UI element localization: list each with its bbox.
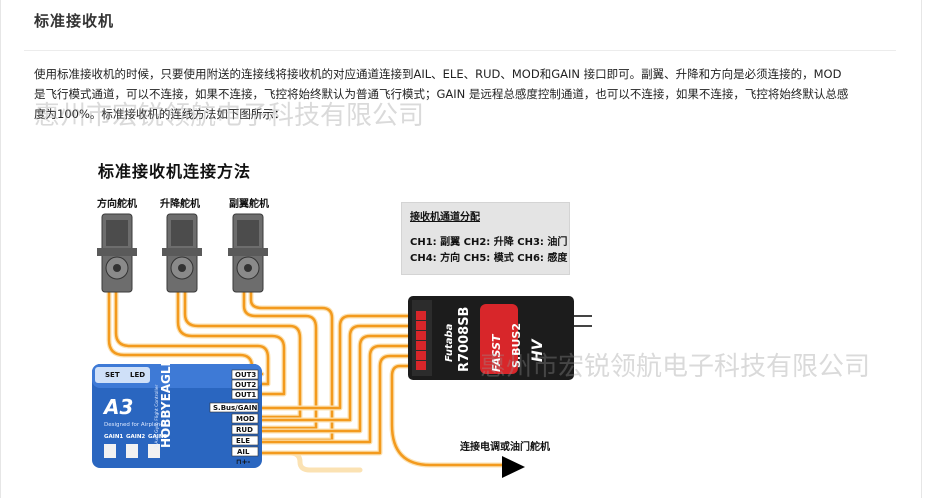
servo-label-aileron: 副翼舵机 [229,199,269,210]
watermark-bottom: 惠州市宏锐领航电子科技有限公司 [480,352,871,382]
controller-tagline: Designed for Airplanes [104,422,167,428]
servo-label-rudder: 方向舵机 [97,199,137,210]
left-frame-border [0,0,1,498]
watermark-top: 惠州市宏锐领航电子科技有限公司 [34,101,425,131]
gain-label-3: GAIN3 [148,434,167,440]
port-out2: OUT2 [235,381,256,389]
output-label: 连接电调或油门舵机 [460,442,550,453]
port-sbus-gain: S.Bus/GAIN [213,404,258,412]
flight-controller: SET LED A3 Designed for Airplanes GAIN1 … [92,358,262,468]
gain-label-2: GAIN2 [126,434,145,440]
servo-rudder [97,213,137,293]
receiver-model: R7008SB [457,307,472,372]
port-out1: OUT1 [235,391,256,399]
controller-brand: HOBBYEAGLE [159,358,173,448]
section-title: 标准接收机 [34,12,115,30]
controller-subtitle: 3-Axis Gyro Flight Controller [154,384,160,448]
title-divider [24,50,896,51]
port-ele: ELE [236,437,250,445]
port-mod: MOD [236,415,255,423]
channel-row-1: CH1: 副翼 CH2: 升降 CH3: 油门 [410,237,568,248]
channel-box-title: 接收机通道分配 [410,212,480,223]
gain-label-1: GAIN1 [104,434,123,440]
gain-pot-2 [126,444,138,458]
servo-wires [106,289,335,443]
description-text: 使用标准接收机的时候，只要使用附送的连接线将接收机的对应通道连接到AIL、ELE… [34,64,889,124]
description-line-2: 是飞行模式通道，可以不连接，如果不连接，飞控将始终默认为普通飞行模式；GAIN … [34,87,849,101]
channel-row-2: CH4: 方向 CH5: 模式 CH6: 感度 [410,253,568,264]
port-out3: OUT3 [235,371,256,379]
receiver-wires [259,313,508,473]
port-rud: RUD [236,426,253,434]
receiver-sbus: S.BUS2 [510,323,523,368]
output-arrow [502,456,525,478]
diagram-title: 标准接收机连接方法 [98,162,252,181]
description-line-1: 使用标准接收机的时候，只要使用附送的连接线将接收机的对应通道连接到AIL、ELE… [34,67,842,81]
description-line-3: 度为100%。标准接收机的连线方法如下图所示： [34,107,286,121]
servo-label-elevator: 升降舵机 [160,199,200,210]
servo-aileron [228,213,268,293]
receiver-hv: HV [530,338,546,362]
servo-elevator [162,213,202,293]
gain-pot-1 [104,444,116,458]
controller-model: A3 [102,395,133,419]
right-frame-border [921,0,922,498]
receiver: Futaba R7008SB FASST S.BUS2 HV [408,296,592,380]
receiver-brand: Futaba [444,323,455,362]
led-label: LED [130,371,145,379]
receiver-system: FASST [490,333,503,372]
port-ail: AIL [237,448,250,456]
set-label: SET [105,371,120,379]
port-polarity-symbol: ⊓+- [236,458,250,466]
channel-assignment-box: 接收机通道分配 CH1: 副翼 CH2: 升降 CH3: 油门 CH4: 方向 … [401,202,570,275]
gain-pot-3 [148,444,160,458]
